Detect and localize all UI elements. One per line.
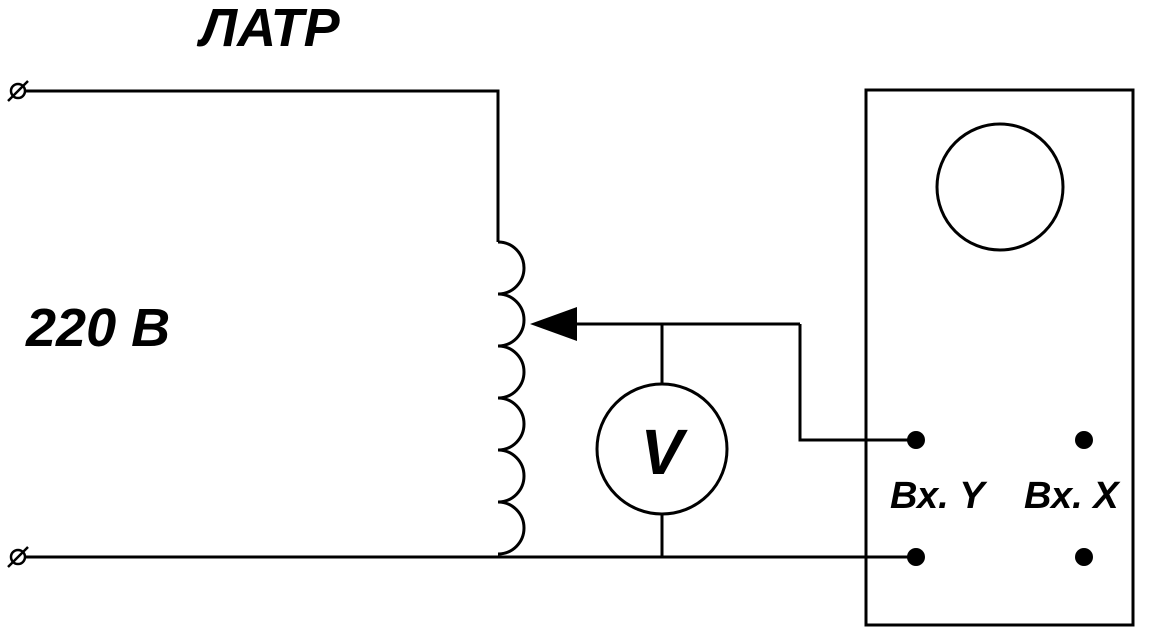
signal-wire-to-input-y xyxy=(798,324,916,442)
input-x-signal-terminal xyxy=(1075,431,1093,449)
input-x-label: Вх. X xyxy=(1024,475,1121,517)
input-y-signal-terminal xyxy=(907,431,925,449)
voltmeter xyxy=(595,382,729,516)
latr-title: ЛАТР xyxy=(196,0,341,58)
input-y-ground-terminal xyxy=(907,548,925,566)
input-x-ground-terminal xyxy=(1075,548,1093,566)
autotransformer-winding xyxy=(497,240,526,556)
voltmeter-symbol: V xyxy=(641,416,689,488)
oscilloscope-screen xyxy=(935,122,1065,252)
oscilloscope-body xyxy=(864,88,1135,627)
input-y-label: Вх. Y xyxy=(890,475,988,517)
supply-voltage-label: 220 В xyxy=(25,298,170,358)
wiper-arrow xyxy=(530,307,577,341)
top-supply-wire xyxy=(25,89,500,242)
